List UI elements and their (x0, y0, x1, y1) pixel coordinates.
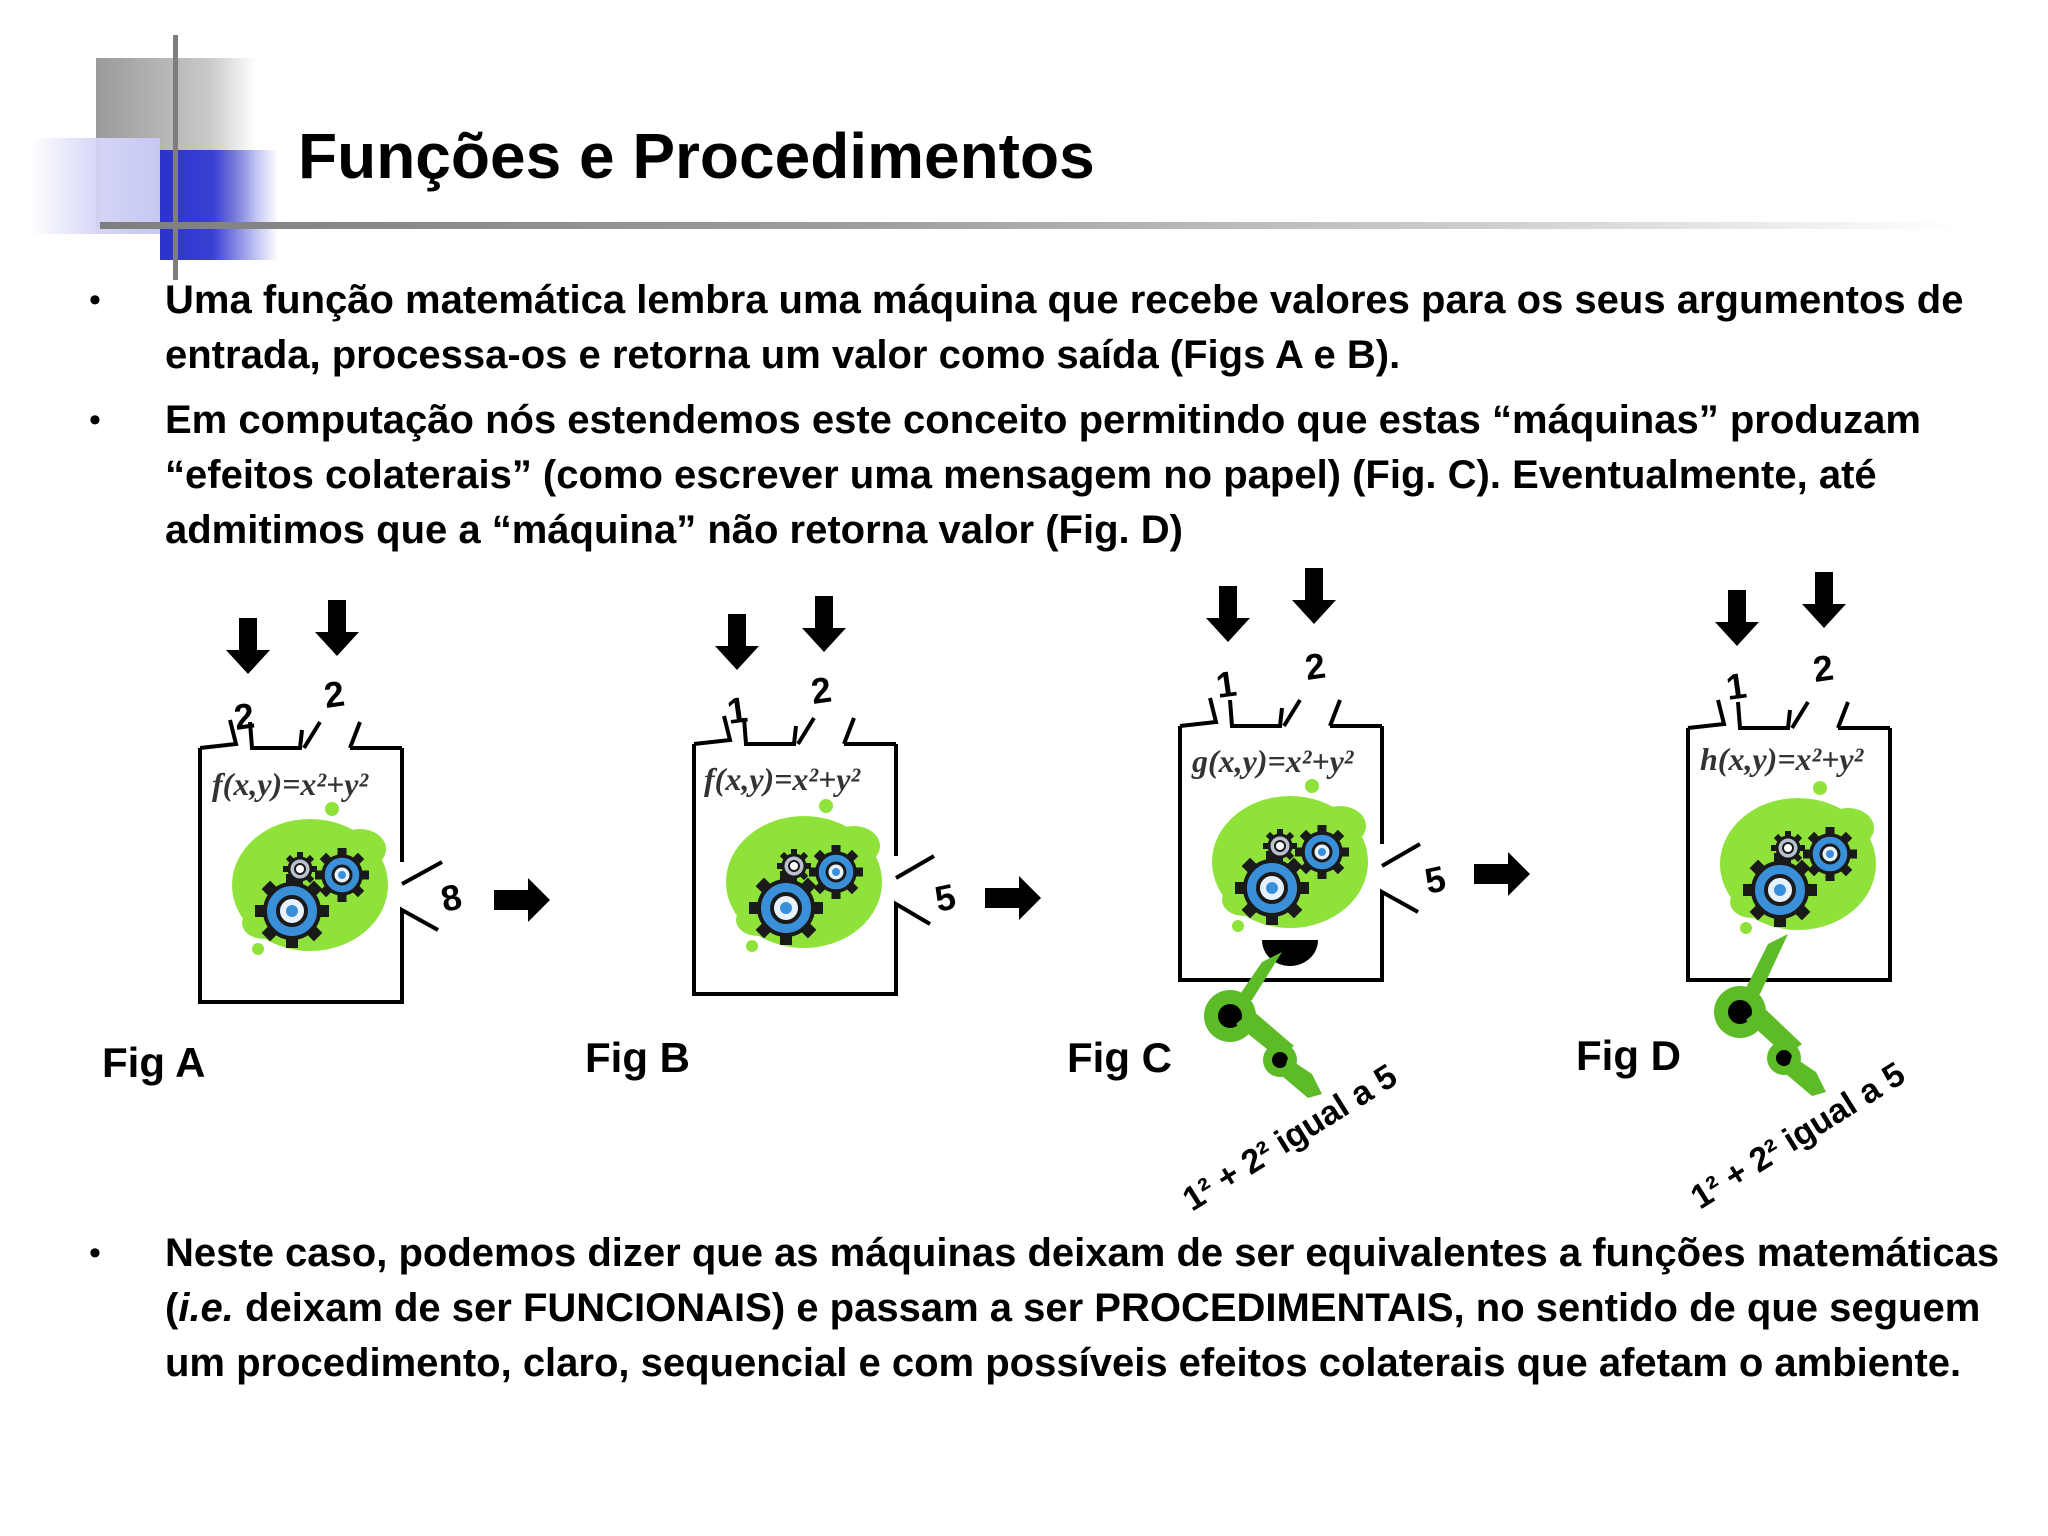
function-formula: f(x,y)=x²+y² (704, 761, 861, 797)
bullet-text-3: Neste caso, podemos dizer que as máquina… (165, 1226, 2005, 1391)
input-arrow-icon (1292, 568, 1336, 624)
function-formula: h(x,y)=x²+y² (1700, 741, 1865, 777)
slide-title: Funções e Procedimentos (298, 120, 1095, 192)
machine-box (1686, 699, 1892, 982)
bullet-marker: • (89, 281, 101, 319)
function-formula: g(x,y)=x²+y² (1191, 743, 1355, 779)
input-value-1: 1 (1213, 663, 1239, 706)
input-arrow-icon (1206, 586, 1250, 642)
bullet-text-3-part-2: deixam de ser FUNCIONAIS) e passam a ser… (165, 1286, 1981, 1385)
figure-a: 2 2 f(x,y)=x²+y² 8 Fig A (102, 600, 550, 1086)
gears-icon (1212, 779, 1368, 932)
input-arrow-icon (315, 600, 359, 656)
input-value-1: 2 (231, 695, 257, 738)
figure-c: 1 2 g(x,y)=x²+y² 5 (1067, 568, 1530, 1219)
bullet-item-1: • Uma função matemática lembra uma máqui… (89, 273, 2005, 383)
output-arrow-icon (1474, 852, 1530, 896)
header-decoration-horizontal-line (100, 222, 1960, 229)
figure-label: Fig A (102, 1039, 205, 1086)
figure-b: 1 2 f(x,y)=x²+y² 5 Fig B (585, 596, 1041, 1081)
figure-label: Fig D (1576, 1032, 1681, 1079)
input-value-2: 2 (321, 673, 347, 716)
function-formula: f(x,y)=x²+y² (212, 766, 369, 802)
bullet-text-3-italic: i.e. (178, 1286, 234, 1330)
input-arrow-icon (802, 596, 846, 652)
bullet-text-3-part-1: Neste caso, podemos dizer que as máquina… (165, 1231, 2000, 1330)
input-arrow-icon (226, 618, 270, 674)
gears-icon (1720, 781, 1876, 934)
input-value-2: 2 (1302, 645, 1328, 688)
output-value: 5 (931, 876, 959, 920)
gears-icon (232, 802, 388, 955)
input-arrow-icon (1715, 590, 1759, 646)
output-value: 5 (1421, 858, 1449, 902)
robot-arm-icon (1204, 940, 1322, 1098)
output-arrow-icon (985, 876, 1041, 920)
figure-d: 1 2 h(x,y)=x²+y² 1² + 2² igual a 5 Fig D (1576, 572, 1912, 1217)
machine-box (692, 715, 936, 996)
header-decoration-lavender (30, 138, 160, 234)
figure-label: Fig C (1067, 1034, 1172, 1081)
input-value-2: 2 (808, 669, 834, 712)
bullet-text-1: Uma função matemática lembra uma máquina… (165, 278, 1964, 377)
header-decoration-vertical-line (173, 35, 178, 280)
machine-box (1178, 697, 1422, 982)
bullet-item-2: • Em computação nós estendemos este conc… (89, 393, 2005, 558)
bullet-marker: • (89, 401, 101, 439)
header-decoration-blue (160, 150, 278, 260)
bullet-marker: • (89, 1234, 101, 1272)
figure-label: Fig B (585, 1034, 690, 1081)
input-value-2: 2 (1810, 647, 1836, 690)
output-arrow-icon (494, 878, 550, 922)
input-arrow-icon (715, 614, 759, 670)
machine-box (198, 719, 443, 1004)
robot-arm-icon (1714, 934, 1826, 1096)
bullet-item-3: • Neste caso, podemos dizer que as máqui… (89, 1226, 2005, 1391)
output-value: 8 (437, 876, 465, 920)
gears-icon (726, 799, 882, 952)
input-value-1: 1 (1723, 665, 1749, 708)
bullet-text-2: Em computação nós estendemos este concei… (165, 398, 1921, 552)
input-arrow-icon (1802, 572, 1846, 628)
